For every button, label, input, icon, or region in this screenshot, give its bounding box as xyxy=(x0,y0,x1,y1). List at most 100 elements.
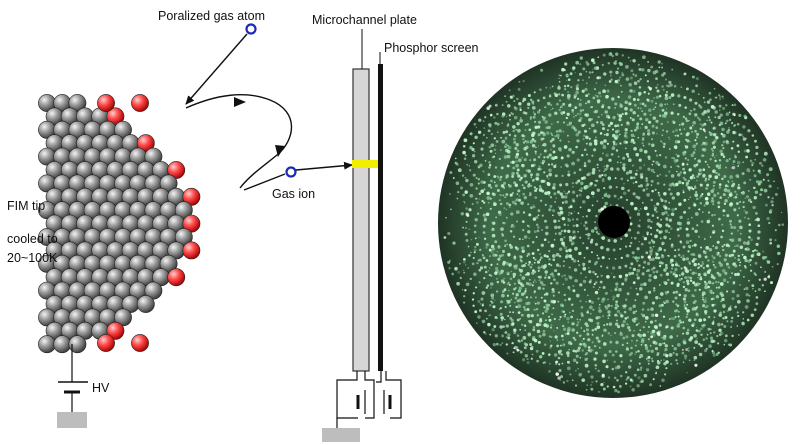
fim-image-spot xyxy=(688,350,690,352)
fim-image-spot xyxy=(565,182,569,187)
fim-image-spot xyxy=(516,171,519,175)
fim-image-spot xyxy=(698,118,701,121)
fim-image-spot xyxy=(714,96,717,99)
fim-image-spot xyxy=(767,179,770,182)
fim-image-spot xyxy=(476,212,480,215)
fim-image-spot xyxy=(621,304,625,307)
fim-image-spot xyxy=(551,137,555,142)
fim-image-spot xyxy=(615,322,619,326)
fim-image-spot xyxy=(700,183,703,186)
fim-image-spot xyxy=(738,133,741,136)
fim-image-spot xyxy=(521,156,524,159)
fim-image-spot xyxy=(567,134,569,137)
fim-image-spot xyxy=(513,115,518,120)
fim-image-spot xyxy=(569,205,573,209)
fim-image-spot xyxy=(661,253,664,257)
fim-image-spot xyxy=(589,305,593,310)
fim-image-spot xyxy=(445,216,447,219)
fim-image-spot xyxy=(490,250,494,254)
fim-image-spot xyxy=(615,60,617,62)
fim-image-spot xyxy=(516,334,520,337)
fim-image-spot xyxy=(705,337,708,340)
fim-image-spot xyxy=(552,150,556,154)
fim-image-spot xyxy=(506,299,511,304)
fim-image-spot xyxy=(574,71,576,74)
fim-image-spot xyxy=(610,290,613,292)
fim-image-spot xyxy=(513,181,517,185)
fim-image-spot xyxy=(662,142,664,144)
trajectory-arrowhead xyxy=(234,97,246,107)
fim-image-spot xyxy=(501,319,503,322)
fim-image-spot xyxy=(592,195,595,198)
fim-image-spot xyxy=(727,265,730,269)
fim-image-spot xyxy=(571,379,574,382)
fim-image-spot xyxy=(683,72,687,76)
fim-image-spot xyxy=(690,252,694,256)
fim-image-spot xyxy=(574,350,578,353)
fim-image-spot xyxy=(719,149,723,154)
fim-image-spot xyxy=(490,143,495,148)
fim-image-spot xyxy=(752,253,755,256)
fim-image-spot xyxy=(669,270,673,274)
fim-image-spot xyxy=(697,116,700,120)
fim-image-spot xyxy=(743,209,746,212)
fim-image-spot xyxy=(717,165,722,170)
fim-image-spot xyxy=(731,122,734,125)
fim-image-spot xyxy=(475,126,478,129)
fim-image-spot xyxy=(743,181,747,185)
fim-image-spot xyxy=(587,346,591,349)
fim-image-spot xyxy=(507,104,511,108)
fim-image-spot xyxy=(625,378,628,381)
fim-image-spot xyxy=(688,189,691,192)
fim-image-spot xyxy=(738,283,741,286)
fim-image-spot xyxy=(500,166,504,170)
fim-image-spot xyxy=(740,192,743,194)
fim-image-spot xyxy=(634,317,638,321)
fim-image-spot xyxy=(684,178,687,182)
fim-image-spot xyxy=(548,178,550,180)
fim-image-spot xyxy=(630,346,633,350)
fim-image-spot xyxy=(572,284,575,287)
fim-image-spot xyxy=(512,292,515,295)
fim-image-spot xyxy=(712,106,716,110)
fim-image-spot xyxy=(698,266,700,268)
fim-image-spot xyxy=(567,206,571,209)
fim-image-spot xyxy=(683,210,687,214)
fim-image-spot xyxy=(555,281,559,285)
fim-image-spot xyxy=(529,343,533,346)
fim-image-spot xyxy=(680,132,683,135)
fim-image-spot xyxy=(689,276,693,280)
fim-image-spot xyxy=(733,125,735,127)
fim-image-spot xyxy=(552,183,556,187)
fim-image-spot xyxy=(654,341,658,345)
fim-image-spot xyxy=(647,325,651,329)
fim-image-spot xyxy=(566,75,568,78)
fim-image-spot xyxy=(661,211,665,216)
fim-image-spot xyxy=(561,305,564,308)
fim-image-spot xyxy=(537,133,541,137)
fim-image-spot xyxy=(718,217,721,221)
fim-image-spot xyxy=(661,73,665,77)
fim-image-spot xyxy=(611,146,616,150)
fim-image-spot xyxy=(684,117,688,120)
fim-image-spot xyxy=(568,235,573,240)
fim-image-spot xyxy=(691,244,694,247)
fim-image-spot xyxy=(473,248,477,252)
fim-image-spot xyxy=(659,197,663,200)
fim-image-spot xyxy=(613,61,617,65)
fim-image-spot xyxy=(523,158,527,162)
fim-image-spot xyxy=(586,332,590,336)
fim-image-spot xyxy=(644,74,647,77)
fim-image-spot xyxy=(661,62,663,65)
fim-image-spot xyxy=(689,268,692,272)
fim-image-spot xyxy=(648,278,652,282)
fim-image-spot xyxy=(682,115,686,119)
fim-image-spot xyxy=(479,207,482,209)
fim-image-spot xyxy=(620,331,622,334)
fim-image-spot xyxy=(651,138,653,141)
fim-image-spot xyxy=(694,113,698,117)
fim-image-spot xyxy=(687,158,690,162)
fim-image-spot xyxy=(722,140,726,144)
fim-image-spot xyxy=(625,65,629,69)
fim-image-spot xyxy=(722,106,726,110)
